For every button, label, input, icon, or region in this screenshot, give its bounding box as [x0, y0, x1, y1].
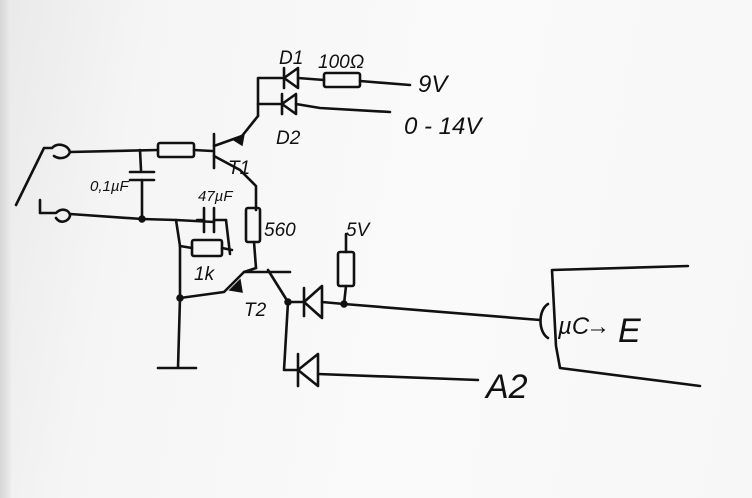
diode-d2 [256, 92, 392, 116]
resistor-5v-pullup [336, 232, 356, 306]
label-0-14v: 0 - 14V [404, 113, 483, 140]
label-d1: D1 [279, 48, 303, 69]
label-arrow: → [586, 313, 610, 340]
base-resistor [156, 141, 196, 159]
label-c-47uf: 47µF [198, 188, 233, 205]
output-diode-upper [266, 268, 542, 322]
resistor-1k [174, 218, 234, 258]
label-r-1k: 1k [194, 264, 216, 285]
label-r-560: 560 [264, 220, 296, 241]
label-5v: 5V [346, 220, 372, 241]
bottom-wire [68, 212, 216, 224]
microcontroller-box [539, 264, 702, 388]
input-switch [14, 143, 72, 223]
transistor-t1 [212, 114, 260, 212]
label-t2: T2 [244, 300, 267, 321]
top-wire [68, 141, 214, 159]
label-9v: 9V [418, 71, 449, 98]
resistor-100-ohm [322, 71, 412, 89]
label-uc: µC [557, 313, 590, 340]
board-frame-edge [0, 0, 11, 498]
transistor-t2 [156, 244, 292, 370]
label-a2: A2 [484, 368, 528, 406]
capacitor-0-1uf [128, 148, 156, 223]
label-c-0-1uf: 0,1µF [90, 178, 129, 195]
label-r-100: 100Ω [318, 52, 364, 73]
diode-d1 [256, 66, 326, 118]
resistor-560 [244, 206, 262, 270]
label-e: E [618, 312, 641, 350]
label-t1: T1 [228, 158, 250, 179]
output-diode-lower [282, 300, 480, 388]
capacitor-47uf [195, 206, 232, 256]
label-d2: D2 [276, 128, 301, 149]
